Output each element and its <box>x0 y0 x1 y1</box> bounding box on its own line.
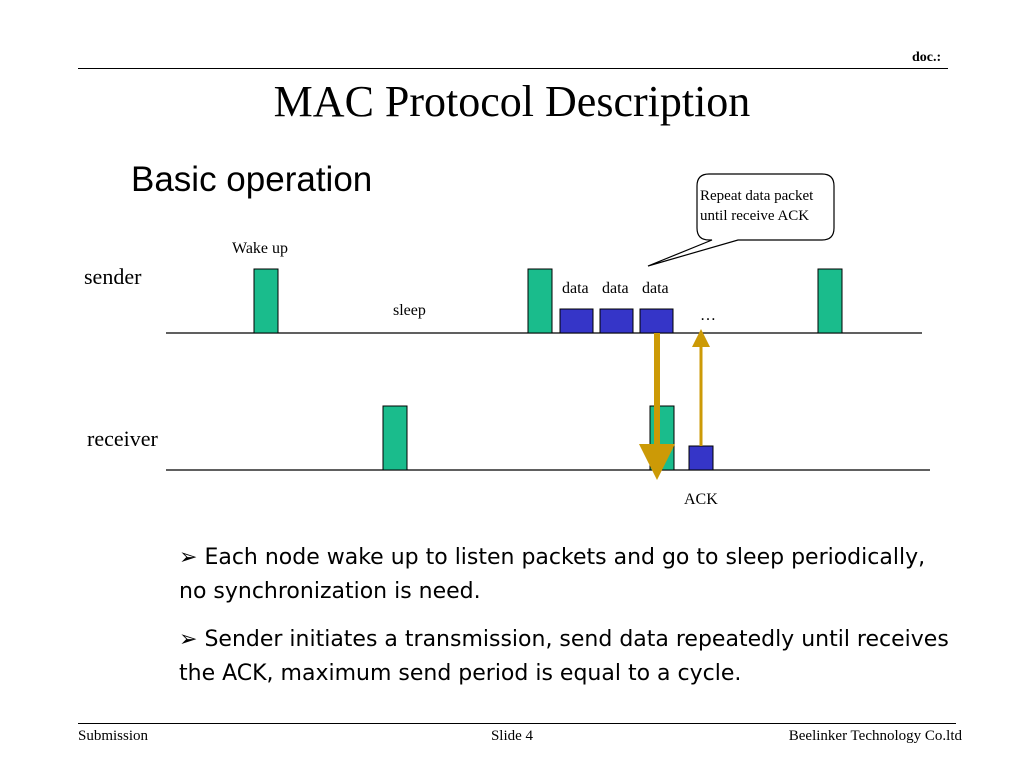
data-label: data <box>562 280 589 297</box>
header-rule <box>78 68 948 69</box>
bullet-item: ➢ Sender initiates a transmission, send … <box>179 623 959 691</box>
data-packet <box>599 308 634 334</box>
receiver-label: receiver <box>87 426 158 451</box>
data-packet <box>559 308 594 334</box>
ack-packet <box>688 445 714 471</box>
sleep-label: sleep <box>393 302 426 319</box>
footer-left: Submission <box>78 728 149 744</box>
ack-label: ACK <box>684 491 718 508</box>
callout-line-1: Repeat data packet <box>700 188 814 204</box>
doc-label: doc.: <box>912 50 942 65</box>
arrow-bullet-icon: ➢ <box>179 545 198 570</box>
callout-line-2: until receive ACK <box>700 208 809 224</box>
sender-wake-slot <box>253 268 279 334</box>
sender-label: sender <box>84 264 142 289</box>
receiver-wake-slot <box>382 405 408 471</box>
sender-wake-slot <box>527 268 553 334</box>
arrow-bullet-icon: ➢ <box>179 627 198 652</box>
slide-number: Slide 4 <box>490 728 534 744</box>
ellipsis-label: … <box>700 307 716 324</box>
subtitle: Basic operation <box>131 160 373 199</box>
receiver-wake-slot <box>649 405 675 471</box>
bullet-list: ➢ Each node wake up to listen packets an… <box>179 541 959 705</box>
bullet-item: ➢ Each node wake up to listen packets an… <box>179 541 959 609</box>
bullet-text: Sender initiates a transmission, send da… <box>179 627 949 686</box>
sender-wake-slot <box>817 268 843 334</box>
data-label: data <box>642 280 669 297</box>
callout-bubble <box>647 173 835 267</box>
data-label: data <box>602 280 629 297</box>
footer-right: Beelinker Technology Co.ltd <box>788 728 962 744</box>
wake-up-label: Wake up <box>232 240 288 257</box>
bullet-text: Each node wake up to listen packets and … <box>179 545 926 604</box>
footer-rule <box>78 723 956 724</box>
page-title: MAC Protocol Description <box>273 77 751 126</box>
data-packet <box>639 308 674 334</box>
